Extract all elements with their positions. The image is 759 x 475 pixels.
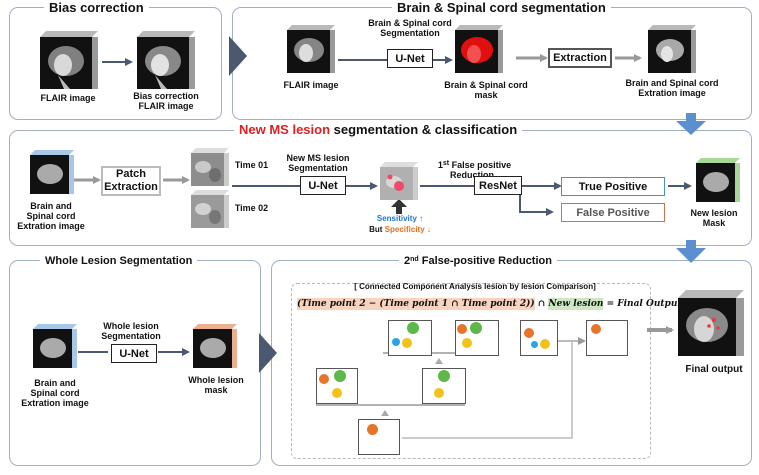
whole-net-caption: Whole lesion Segmentation bbox=[101, 321, 161, 342]
cca-caption: [ Connected Component Analysis lesion by… bbox=[354, 282, 596, 291]
formula: (Time point 2 − (Time point 1 ∩ Time poi… bbox=[297, 296, 682, 312]
fp1-caption: 1st False positive Reduction bbox=[422, 150, 522, 180]
second-fp-title-sup: nd bbox=[410, 256, 419, 263]
formula-final: Final Output bbox=[617, 299, 682, 309]
bias-correction-title: Bias correction bbox=[44, 1, 149, 14]
cca-arrow-2 bbox=[381, 410, 389, 416]
patch-extraction-box: Patch Extraction bbox=[101, 166, 161, 196]
sensitivity-up-arrow bbox=[391, 199, 407, 214]
lesion-dot bbox=[524, 328, 534, 338]
lesion-dot bbox=[334, 370, 346, 382]
lesion-dot bbox=[434, 388, 444, 398]
cca-dashed-box bbox=[291, 283, 651, 459]
final-output-cube bbox=[678, 290, 744, 356]
chevron-arrow-bottom bbox=[259, 333, 277, 373]
brain-extraction-cube bbox=[648, 25, 696, 73]
formula-orange-part: (Time point 2 − (Time point 1 ∩ Time poi… bbox=[297, 298, 535, 310]
whole-lesion-mask-cube bbox=[193, 324, 237, 368]
formula-tp2: Time point 2 bbox=[301, 299, 366, 309]
brain-flair-label: FLAIR image bbox=[283, 80, 339, 90]
lesion-dot bbox=[438, 370, 450, 382]
lesion-dot bbox=[392, 338, 400, 346]
whole-input-cube bbox=[33, 324, 77, 368]
down-arrow-2 bbox=[676, 240, 706, 263]
formula-green-part: New lesion bbox=[548, 298, 604, 310]
whole-lesion-mask-label: Whole lesion mask bbox=[188, 375, 244, 396]
lesion-dot bbox=[591, 324, 601, 334]
lesion-dot bbox=[470, 322, 482, 334]
lesion-candidate-cube bbox=[380, 162, 418, 200]
lesion-dot bbox=[462, 338, 472, 348]
brain-unet-box: U-Net bbox=[387, 49, 433, 68]
formula-cap: ∩ bbox=[534, 299, 549, 309]
specificity-prefix: But bbox=[369, 225, 385, 234]
second-fp-title-num: 2 bbox=[404, 255, 411, 267]
brain-flair-cube bbox=[287, 25, 335, 73]
brain-net-caption: Brain & Spinal cord Segmentation bbox=[368, 18, 452, 39]
extraction-box: Extraction bbox=[548, 48, 612, 68]
time01-patch-cube bbox=[191, 148, 229, 186]
time02-patch-cube bbox=[191, 190, 229, 228]
time01-label: Time 01 bbox=[234, 160, 269, 170]
sensitivity-label: Sensitivity ↑ bbox=[376, 214, 424, 223]
cca-square-3 bbox=[520, 320, 558, 356]
second-fp-reduction-title: 2nd False-positive Reduction bbox=[399, 256, 557, 267]
lesion-dot bbox=[531, 341, 538, 348]
formula-intersect: (Time point 1 ∩ Time point 2) bbox=[379, 299, 531, 309]
whole-unet-box: U-Net bbox=[111, 344, 157, 363]
new-lesion-mask-label: New lesion Mask bbox=[690, 208, 738, 229]
cca-arrow-1 bbox=[435, 358, 443, 364]
specificity-value: Specificity ↓ bbox=[384, 225, 431, 234]
newms-input-label: Brain and Spinal cord Extration image bbox=[17, 201, 85, 232]
new-ms-lesion-title-rest: segmentation & classification bbox=[330, 122, 518, 137]
lesion-dot bbox=[332, 388, 342, 398]
newms-net-caption: New MS lesion Segmentation bbox=[286, 153, 350, 174]
new-ms-lesion-title: New MS lesion segmentation & classificat… bbox=[234, 122, 523, 137]
brain-mask-cube bbox=[455, 25, 503, 73]
lesion-dot bbox=[457, 324, 467, 334]
fp1-caption-sup: st bbox=[442, 160, 450, 168]
fp1-caption-text: False positive Reduction bbox=[450, 160, 512, 181]
whole-input-label: Brain and Spinal cord Extration image bbox=[21, 378, 89, 409]
chevron-arrow-top bbox=[229, 36, 247, 76]
flair-image-label: FLAIR image bbox=[40, 93, 96, 103]
time02-label: Time 02 bbox=[234, 203, 269, 213]
fp1-caption-num: 1 bbox=[437, 160, 443, 171]
newms-input-cube bbox=[30, 150, 74, 194]
specificity-label: But Specificity ↓ bbox=[355, 225, 445, 235]
lesion-dot bbox=[540, 339, 550, 349]
formula-eq: = bbox=[603, 299, 618, 309]
flair-image-cube bbox=[40, 31, 98, 89]
brain-extraction-label: Brain and Spinal cord Extration image bbox=[625, 78, 719, 99]
lesion-dot bbox=[402, 338, 412, 348]
false-positive-box: False Positive bbox=[561, 203, 665, 222]
cca-square-6 bbox=[358, 419, 400, 455]
newms-arrow-fp bbox=[519, 186, 554, 216]
brain-segmentation-title: Brain & Spinal cord segmentation bbox=[392, 1, 611, 14]
cca-line-3 bbox=[402, 341, 573, 439]
resnet-box: ResNet bbox=[474, 176, 522, 195]
newms-unet-box: U-Net bbox=[300, 176, 346, 195]
new-ms-lesion-title-red: New MS lesion bbox=[239, 122, 331, 137]
lesion-dot bbox=[319, 374, 329, 384]
lesion-dot bbox=[367, 424, 378, 435]
brain-mask-label: Brain & Spinal cord mask bbox=[444, 80, 528, 101]
whole-lesion-title: Whole Lesion Segmentation bbox=[40, 256, 198, 267]
formula-open: ( bbox=[297, 299, 302, 309]
down-arrow-1 bbox=[676, 113, 706, 135]
formula-close: ) bbox=[530, 299, 535, 309]
second-fp-title-text: False-positive Reduction bbox=[418, 255, 552, 267]
true-positive-box: True Positive bbox=[561, 177, 665, 196]
bias-corrected-label: Bias correction FLAIR image bbox=[133, 91, 199, 112]
formula-minus: − bbox=[365, 299, 380, 309]
bias-corrected-flair-cube bbox=[137, 31, 195, 89]
new-lesion-mask-cube bbox=[696, 158, 740, 202]
lesion-dot bbox=[407, 322, 419, 334]
final-output-label: Final output bbox=[685, 364, 743, 375]
second-fp-reduction-panel bbox=[271, 260, 752, 466]
